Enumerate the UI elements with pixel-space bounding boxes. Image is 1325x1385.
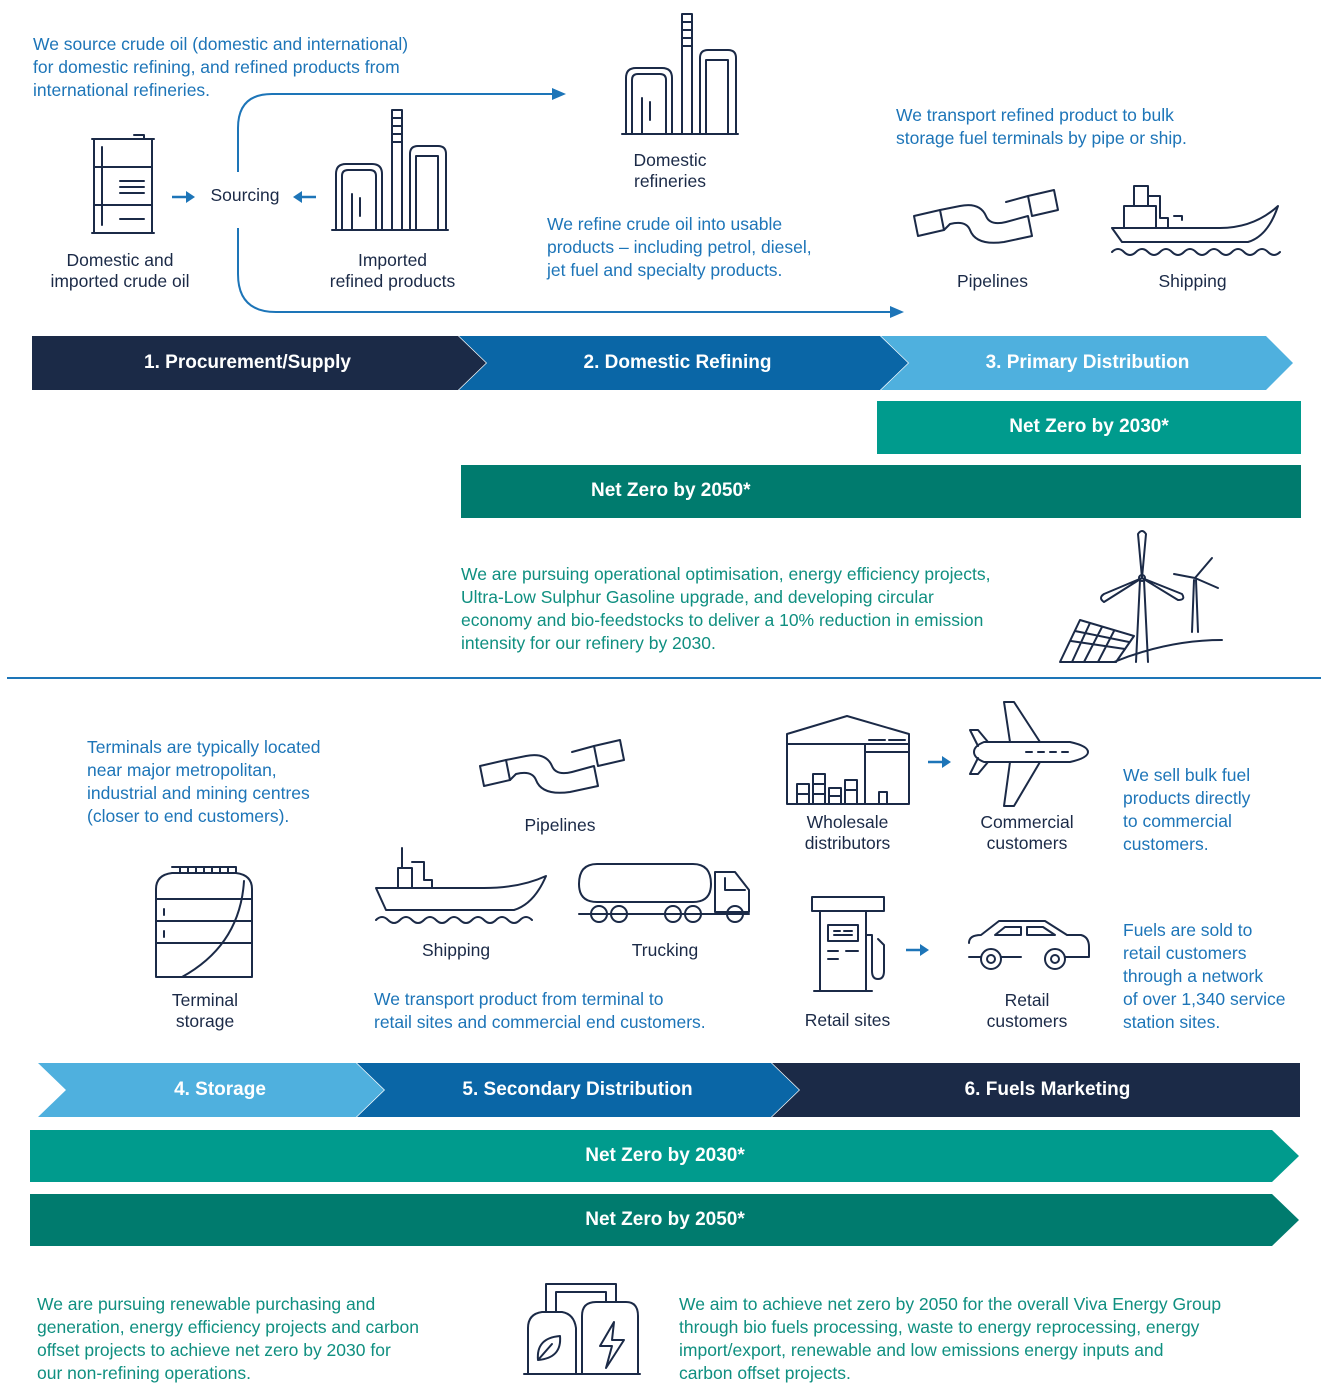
- oil-drum-icon: [91, 134, 155, 234]
- stage-secondary-distribution: 5. Secondary Distribution: [462, 1079, 693, 1100]
- stage-domestic-refining: 2. Domestic Refining: [583, 352, 772, 373]
- retail-customers-label: Retail customers: [986, 990, 1068, 1031]
- stage-6-shape: [772, 1063, 1300, 1117]
- stage-procurement-supply: 1. Procurement/Supply: [144, 352, 351, 373]
- net-zero-2030-top-bar: [877, 401, 1301, 454]
- top-stage-arrows: [32, 336, 1293, 390]
- trucking-label: Trucking: [631, 940, 699, 960]
- net-zero-2050-bottom-label: Net Zero by 2050*: [585, 1209, 745, 1230]
- bottom-pipelines-label: Pipelines: [524, 815, 596, 835]
- storage-tank-icon: [155, 866, 253, 978]
- stage-fuels-marketing: 6. Fuels Marketing: [964, 1079, 1131, 1100]
- net-zero-2050-bottom-bar: [30, 1194, 1299, 1246]
- stage-2-shape: [459, 336, 908, 390]
- arrow-right-icon: [906, 944, 929, 956]
- imported-products-label: Imported refined products: [329, 250, 456, 291]
- ship-icon: [1111, 185, 1281, 256]
- stage-storage: 4. Storage: [174, 1079, 266, 1100]
- primary-transport-description: We transport refined product to bulk sto…: [896, 105, 1187, 148]
- retail-fuels-description: Fuels are sold to retail customers throu…: [1123, 920, 1286, 1032]
- bio-energy-icon: [523, 1283, 641, 1375]
- stage-5-shape: [357, 1063, 799, 1117]
- sourcing-flow-lines: [237, 88, 904, 318]
- wind-solar-icon: [1059, 530, 1223, 663]
- bottom-shipping-label: Shipping: [421, 940, 491, 960]
- domestic-refineries-label: Domestic refineries: [633, 150, 707, 191]
- sourcing-label: Sourcing: [210, 185, 280, 205]
- commercial-customers-label: Commercial customers: [980, 812, 1074, 853]
- wholesale-distributors-label: Wholesale distributors: [804, 812, 891, 853]
- stage-3-shape: [881, 336, 1293, 390]
- top-shipping-label: Shipping: [1158, 271, 1227, 291]
- terminal-storage-label: Terminal storage: [171, 990, 239, 1031]
- top-pipelines-label: Pipelines: [956, 271, 1029, 291]
- secondary-transport-description: We transport product from terminal to re…: [374, 989, 706, 1032]
- retail-sites-label: Retail sites: [804, 1010, 891, 1030]
- terminals-description: Terminals are typically located near maj…: [87, 737, 321, 826]
- domestic-refinery-icon: [621, 13, 739, 135]
- sourcing-description: We source crude oil (domestic and intern…: [33, 34, 409, 100]
- pipeline-icon: [479, 739, 625, 794]
- stage-4-shape: [38, 1063, 384, 1117]
- airplane-icon: [969, 701, 1089, 807]
- group-net-zero-description: We aim to achieve net zero by 2050 for t…: [679, 1294, 1222, 1383]
- net-zero-2030-bottom-label: Net Zero by 2030*: [585, 1145, 745, 1166]
- renewable-description: We are pursuing renewable purchasing and…: [37, 1294, 420, 1383]
- stage-primary-distribution: 3. Primary Distribution: [985, 352, 1190, 373]
- net-zero-2030-top-label: Net Zero by 2030*: [1009, 416, 1169, 437]
- imported-refinery-icon: [331, 109, 449, 231]
- fuel-pump-icon: [811, 896, 885, 992]
- pipeline-icon: [913, 189, 1059, 244]
- ship-icon: [375, 847, 547, 924]
- refining-description: We refine crude oil into usable products…: [547, 214, 812, 280]
- arrow-right-icon: [928, 756, 951, 768]
- crude-oil-label: Domestic and imported crude oil: [50, 250, 190, 291]
- bottom-stage-arrows: [38, 1063, 1300, 1117]
- bulk-fuel-description: We sell bulk fuel products directly to c…: [1123, 765, 1251, 854]
- warehouse-icon: [786, 715, 910, 805]
- net-zero-2050-top-bar: [461, 465, 1301, 518]
- arrow-right-icon: [172, 191, 195, 203]
- stage-1-shape: [32, 336, 486, 390]
- refinery-emissions-description: We are pursuing operational optimisation…: [461, 564, 991, 653]
- net-zero-2030-bottom-bar: [30, 1130, 1299, 1182]
- section-divider: [7, 677, 1321, 679]
- net-zero-2050-top-label: Net Zero by 2050*: [591, 480, 751, 501]
- truck-icon: [578, 863, 750, 923]
- car-icon: [968, 920, 1090, 970]
- arrow-left-icon: [293, 191, 316, 203]
